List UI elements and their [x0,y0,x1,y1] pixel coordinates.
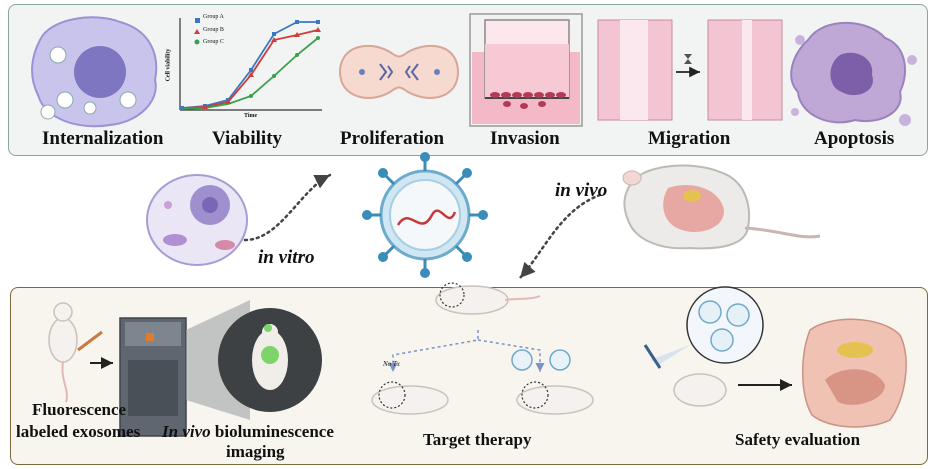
chart-xlabel: Time [244,113,258,119]
chart-ylabel: Cell viability [165,48,172,82]
injected-mouse-icon [48,302,103,403]
chart-legend-a: Group A [203,14,224,20]
chart-legend-c: Group C [203,39,224,45]
label-fluorescence-line2: labeled exosomes [16,422,141,441]
exosome-icon [362,152,488,278]
target-therapy-diagram [371,282,594,415]
in-vitro-arrow [243,173,332,242]
in-vivo-arrow [518,193,602,280]
label-safety-evaluation: Safety evaluation [735,430,861,449]
label-imaging-line2: imaging [226,442,285,461]
migration-scratch-icon [597,19,783,121]
invasion-transwell-icon [469,13,583,127]
label-in-vivo: in vivo [555,180,608,201]
viability-mini-chart [179,18,322,111]
in-vivo-mouse-icon [622,164,821,250]
label-viability: Viability [212,128,283,149]
apoptosis-cell-icon [790,21,917,126]
label-imaging-line1: In vivo bioluminescence [162,422,334,442]
label-target-therapy: Target therapy [423,430,532,449]
label-proliferation: Proliferation [340,128,445,149]
label-in-vitro: in vitro [258,247,315,268]
label-imaging-prefix: In vivo [162,422,211,441]
label-imaging-suffix: bioluminescence [210,422,334,441]
label-apoptosis: Apoptosis [814,128,895,149]
chart-legend-b: Group B [203,27,224,33]
label-invasion: Invasion [490,128,560,149]
internalization-cell-icon [31,16,158,128]
in-vitro-cell-icon [146,174,248,266]
safety-evaluation-diagram [643,286,907,428]
label-fluorescence-line1: Fluorescence [32,400,127,419]
label-migration: Migration [648,128,731,149]
proliferation-cell-icon [338,44,460,99]
label-no-tx: No Tx [383,360,400,368]
imaging-machine-icon [119,300,322,437]
label-internalization: Internalization [42,128,164,149]
